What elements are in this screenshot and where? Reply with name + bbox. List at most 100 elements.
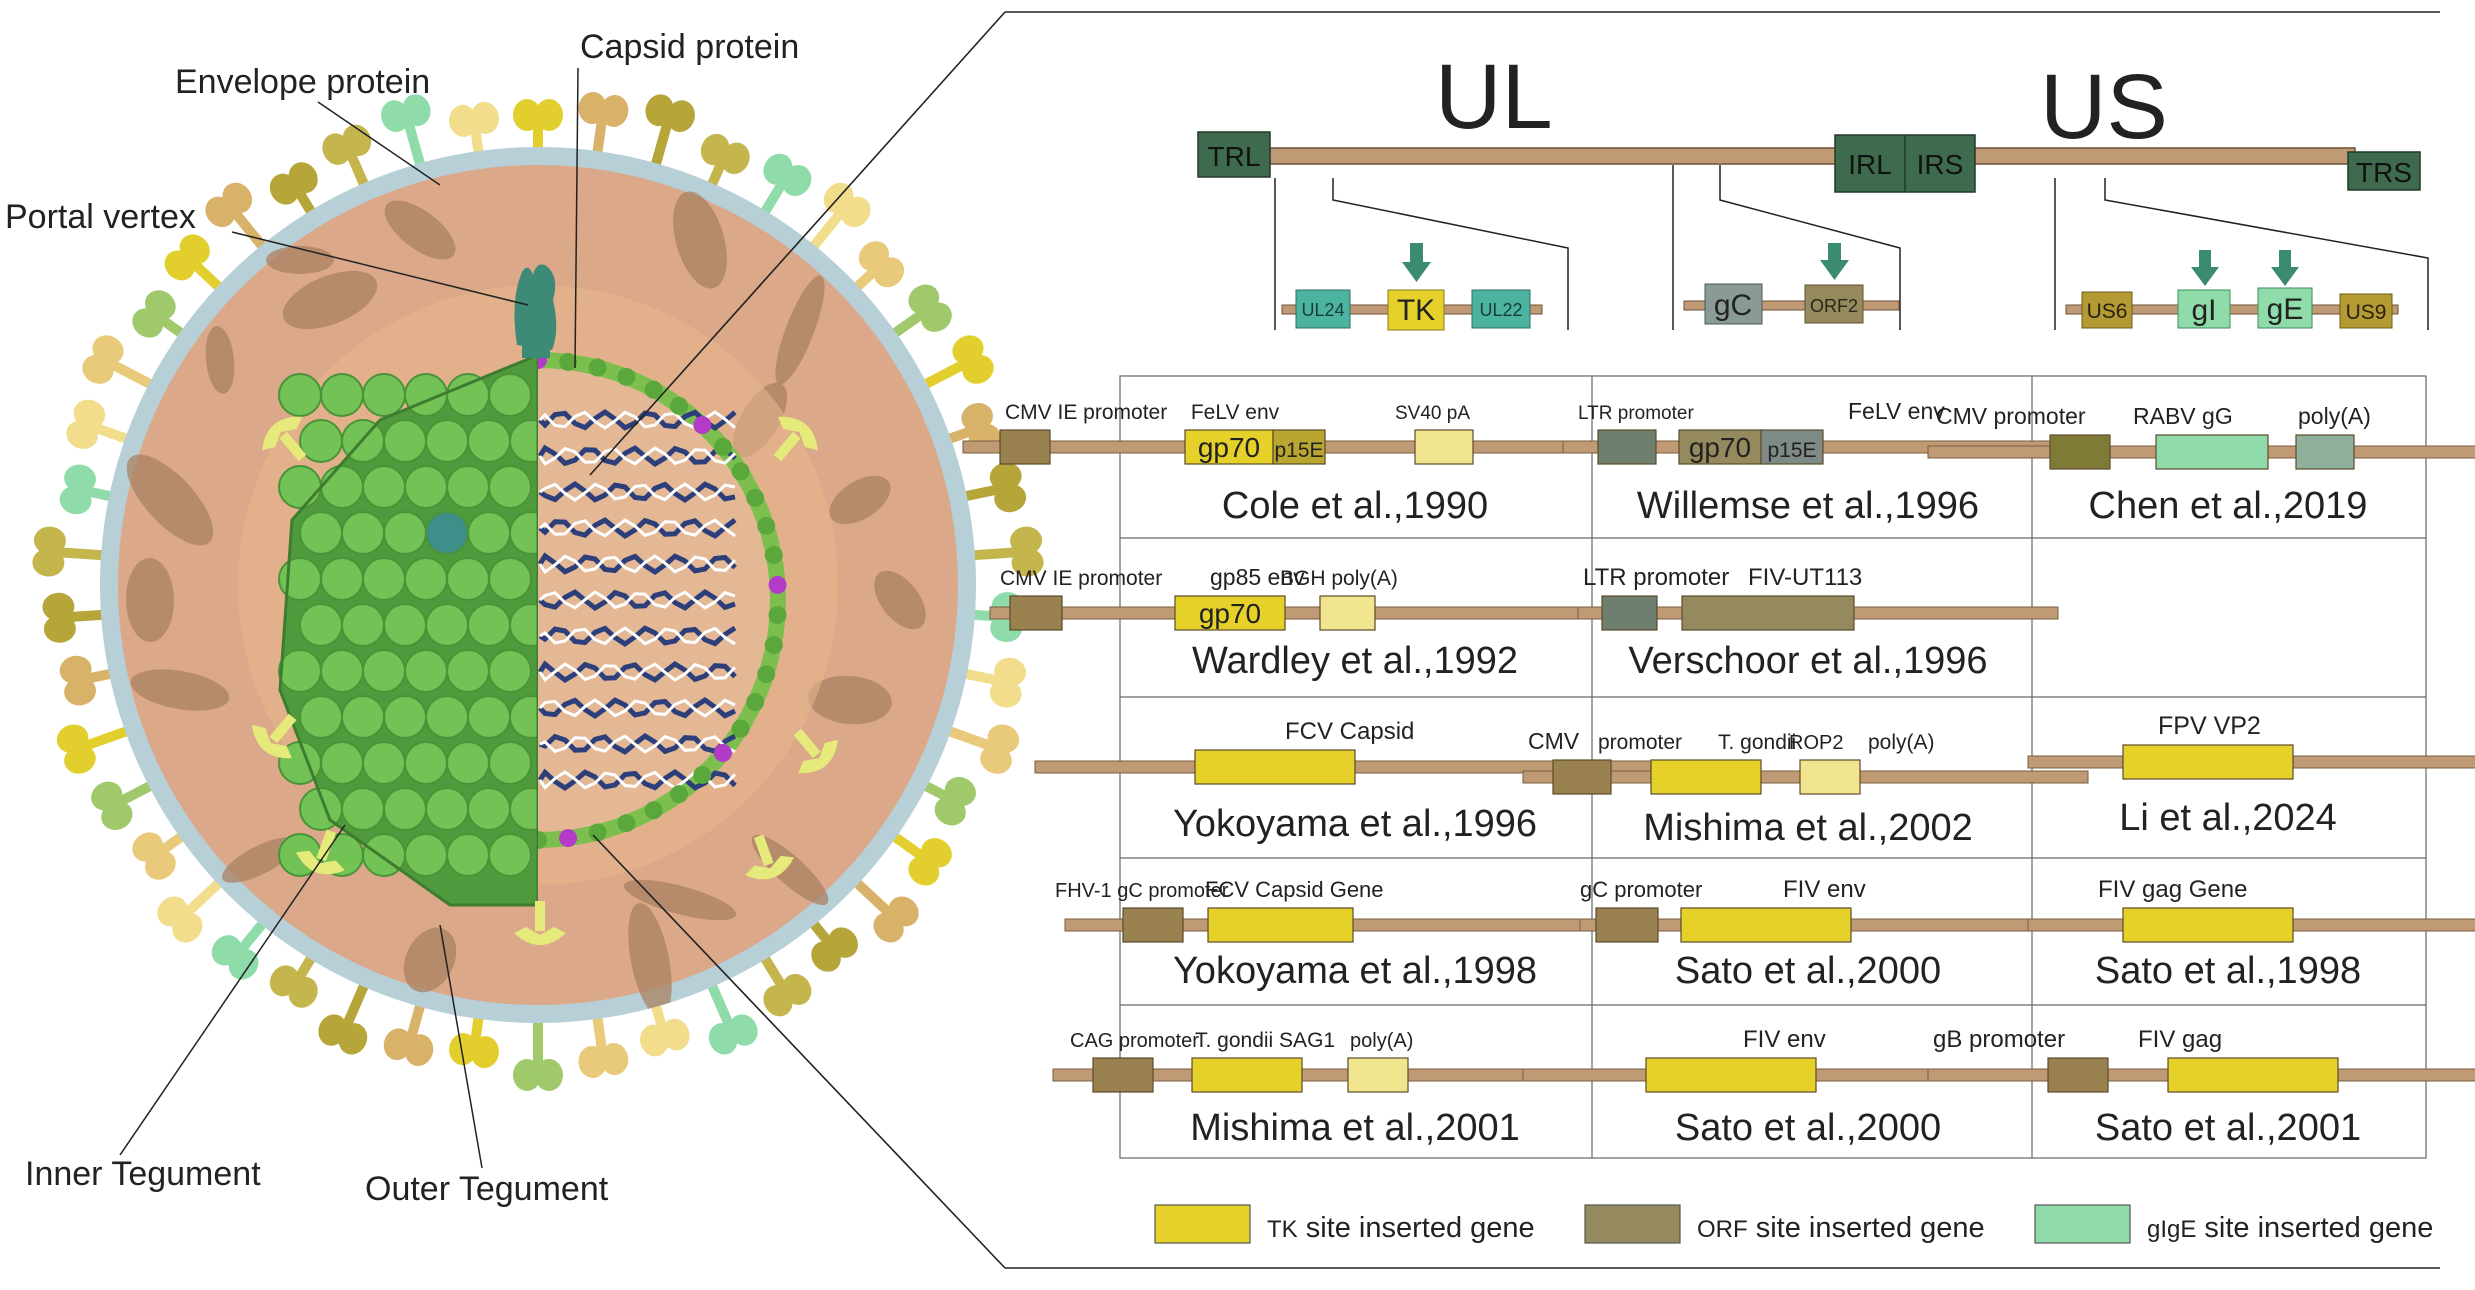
irl-label: IRL	[1848, 149, 1892, 180]
capsomere	[467, 695, 511, 739]
capsomere	[362, 373, 406, 417]
construct-element-label: poly(A)	[1350, 1030, 1413, 1052]
capsomere	[341, 695, 385, 739]
capsomere	[299, 695, 343, 739]
capsomere	[617, 367, 636, 386]
capsomere	[446, 465, 490, 509]
site-brackets	[1274, 165, 2429, 330]
construct-gene-block	[2047, 1057, 2109, 1093]
dna-strand-complement	[538, 554, 737, 575]
tegument-blob	[775, 275, 825, 385]
dna-strand-complement	[538, 446, 737, 466]
tegument-blob	[874, 570, 926, 630]
leader-envelope-protein	[317, 101, 441, 186]
trl-box: TRL	[1197, 131, 1271, 178]
capsomere	[488, 557, 532, 601]
capsomere	[278, 465, 322, 509]
construct-gene-block	[2155, 434, 2269, 470]
capsomere	[731, 462, 750, 481]
capsomere	[425, 511, 469, 555]
tegument-protein	[262, 416, 307, 462]
us-region-label: US	[2040, 56, 2168, 158]
capsomere	[383, 787, 427, 831]
dna-strand-complement	[538, 662, 737, 683]
construct-element-label: CMV IE promoter	[1000, 567, 1162, 590]
construct-citation: Sato et al.,2000	[1675, 1107, 1941, 1149]
construct-element-label: BGH poly(A)	[1280, 567, 1398, 590]
construct-element-label: FeLV env	[1848, 398, 1945, 424]
capsid-surface	[278, 353, 538, 907]
dna-strand-complement	[538, 698, 736, 718]
tegument-blob	[829, 475, 891, 525]
tegument-blob	[384, 200, 456, 260]
capsomere	[559, 352, 578, 371]
capsomere	[509, 787, 538, 831]
capsomere	[446, 741, 490, 785]
gige-insertion-site: US6 gI gE US9	[2065, 250, 2399, 329]
construct-element-label: FIV env	[1783, 876, 1866, 903]
dna-strand-complement	[539, 734, 736, 754]
tegument-protein	[295, 829, 345, 875]
capsomere	[764, 635, 783, 654]
dna-strand	[538, 696, 737, 720]
capsomere	[278, 649, 322, 693]
capsomere	[538, 831, 547, 849]
tegument-protein	[745, 834, 795, 880]
capsomere	[509, 695, 538, 739]
construct-gene-block	[2295, 434, 2355, 470]
construct-gene-block	[1319, 595, 1376, 631]
spike	[952, 462, 1027, 513]
capsomere	[509, 603, 538, 647]
capsomere	[446, 557, 490, 601]
legend-swatch	[1584, 1204, 1681, 1244]
capsomere	[425, 695, 469, 739]
tegument-protein	[252, 713, 297, 759]
construct-element-label: FIV-UT113	[1748, 564, 1862, 591]
capsomere	[693, 416, 712, 435]
us6-gene-label: US6	[2087, 300, 2128, 323]
viral-dna-strands	[538, 408, 737, 792]
construct-element-label: promoter	[1598, 731, 1682, 754]
construct-gene-block	[1174, 595, 1286, 631]
tegument-blob	[266, 246, 334, 274]
construct-citation: Cole et al.,1990	[1222, 485, 1488, 527]
tk-insertion-site: UL24 TK UL22	[1281, 243, 1543, 331]
construct-citation: Mishima et al.,2002	[1643, 807, 1973, 849]
capsomere	[383, 419, 427, 463]
capsomere	[670, 396, 689, 415]
capsomere	[670, 785, 689, 804]
spike	[513, 1009, 563, 1091]
construct-element-label: LTR promoter	[1578, 403, 1694, 424]
capsomere	[341, 603, 385, 647]
construct-gene-block	[1122, 907, 1184, 943]
construct-citation: Yokoyama et al.,1998	[1173, 950, 1537, 992]
tegument-blob	[751, 834, 829, 906]
legend-label: TK site inserted gene	[1267, 1212, 1535, 1244]
construct-element-label: gC promoter	[1580, 877, 1702, 902]
tk-arrow-icon	[1402, 243, 1431, 282]
orf-insertion-site: gC ORF2	[1683, 243, 1900, 325]
capsomere	[362, 649, 406, 693]
capsomere	[693, 765, 712, 784]
label-outer-tegument: Outer Tegument	[365, 1170, 609, 1208]
capsomere	[488, 833, 532, 877]
tegument-blob	[808, 675, 892, 725]
portal-vertex-structure	[514, 264, 557, 358]
construct-gene-block	[1799, 759, 1861, 795]
capsomere	[446, 649, 490, 693]
capsomere	[746, 693, 765, 712]
construct-gene-block	[2122, 744, 2294, 780]
irs-label: IRS	[1917, 149, 1964, 180]
orf-arrow-icon	[1820, 243, 1849, 280]
gi-gene-label: gI	[2191, 294, 2216, 327]
ge-arrow-icon	[2271, 250, 2299, 286]
construct-gene-block-label: gp70	[1199, 598, 1261, 629]
construct-citation: Sato et al.,1998	[2095, 950, 2361, 992]
legend-swatch	[1154, 1204, 1251, 1244]
label-capsid-protein: Capsid protein	[580, 28, 799, 66]
construct-element-label: FIV env	[1743, 1026, 1826, 1053]
